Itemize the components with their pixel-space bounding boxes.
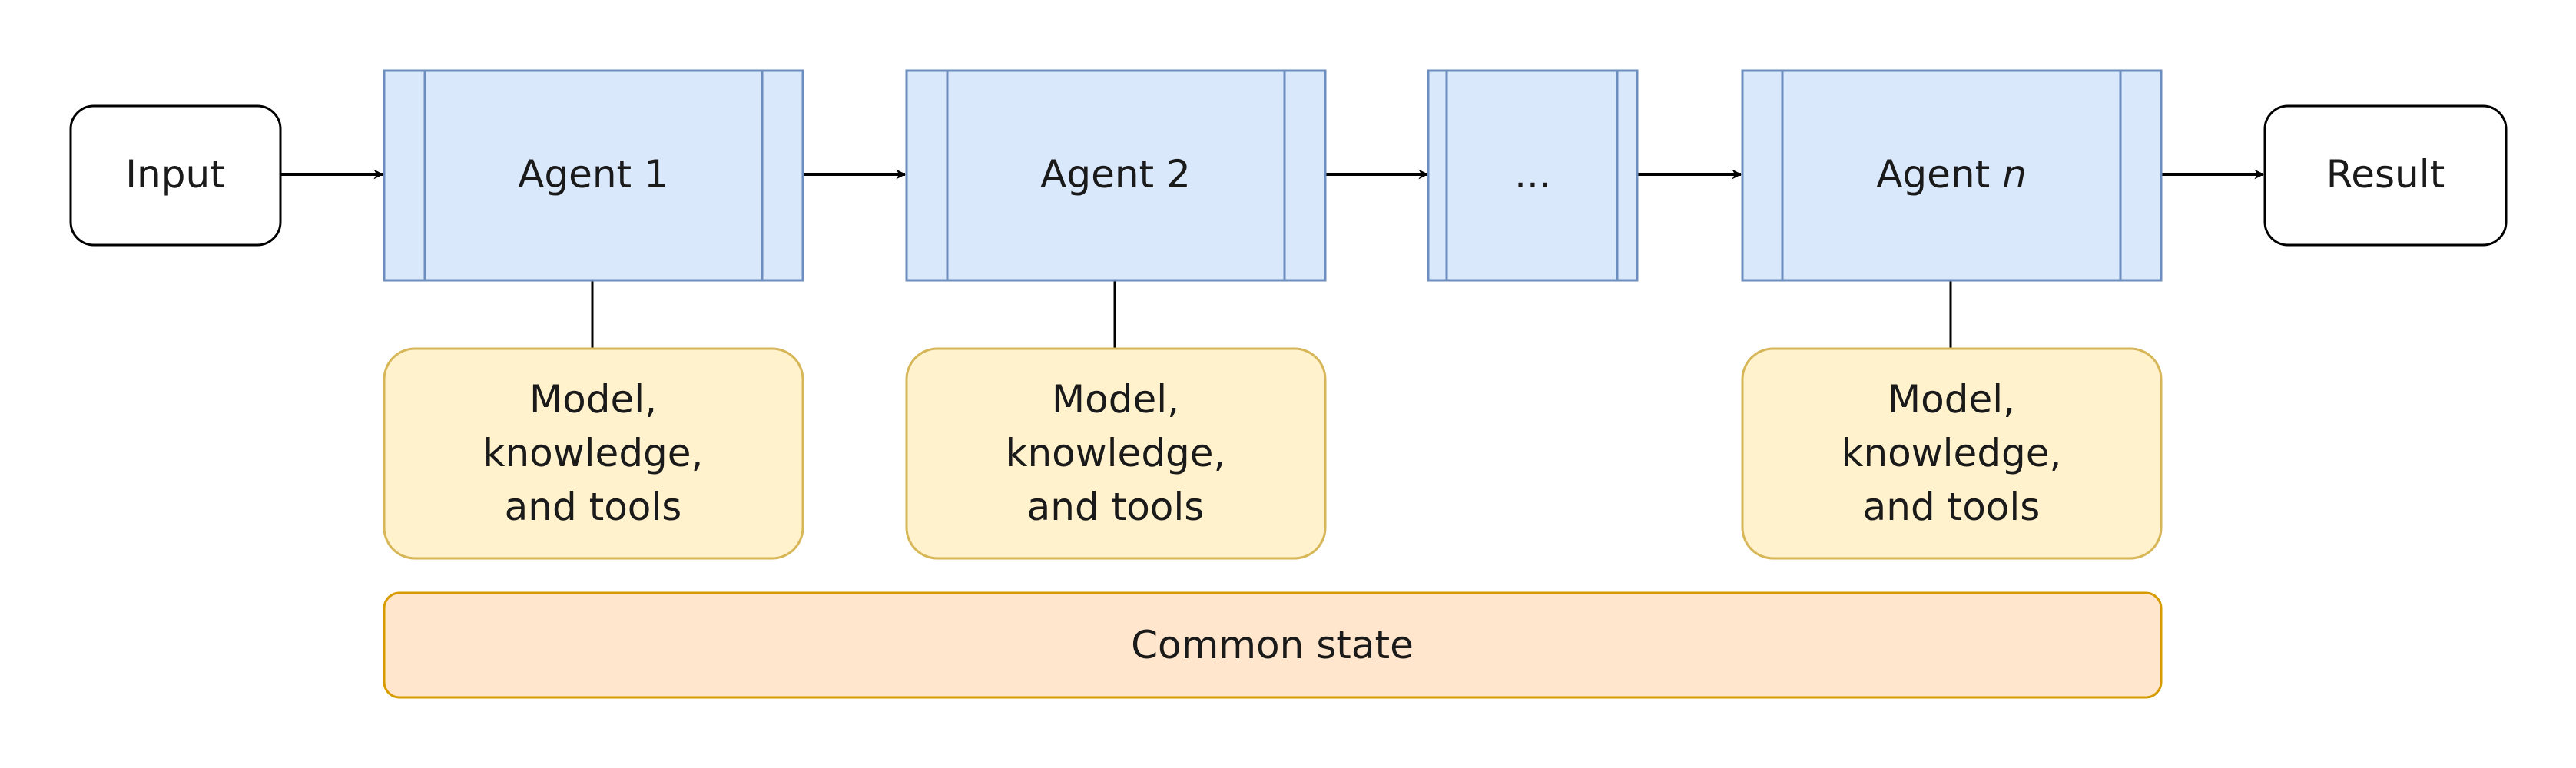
resource-box-agent-2: Model, knowledge, and tools xyxy=(905,347,1327,560)
resource-box-agent-1: Model, knowledge, and tools xyxy=(383,347,804,560)
agent-1-node: Agent 1 xyxy=(383,69,804,282)
svg-text:knowledge,: knowledge, xyxy=(483,431,704,475)
agent-2-node: Agent 2 xyxy=(905,69,1327,282)
svg-text:Model,: Model, xyxy=(1888,377,2015,422)
resource-box-agent-n: Model, knowledge, and tools xyxy=(1741,347,2163,560)
agent-n-label: Agent n xyxy=(1876,152,2027,197)
svg-text:Model,: Model, xyxy=(529,377,657,422)
input-label: Input xyxy=(125,152,224,197)
agent-2-label: Agent 2 xyxy=(1040,152,1191,197)
svg-text:knowledge,: knowledge, xyxy=(1006,431,1226,475)
input-node: Input xyxy=(69,104,282,247)
resource-connectors xyxy=(591,280,1952,349)
result-label: Result xyxy=(2326,152,2445,197)
svg-text:and tools: and tools xyxy=(1027,485,1205,529)
result-node: Result xyxy=(2263,104,2508,247)
svg-text:Model,: Model, xyxy=(1052,377,1179,422)
svg-text:and tools: and tools xyxy=(505,485,682,529)
common-state-label: Common state xyxy=(1131,623,1414,667)
agent-1-label: Agent 1 xyxy=(518,152,668,197)
svg-text:and tools: and tools xyxy=(1863,485,2041,529)
agent-n-node: Agent n xyxy=(1741,69,2163,282)
svg-text:knowledge,: knowledge, xyxy=(1842,431,2062,475)
common-state-box: Common state xyxy=(383,591,2163,699)
ellipsis-label: ... xyxy=(1514,152,1551,197)
ellipsis-node: ... xyxy=(1427,69,1639,282)
